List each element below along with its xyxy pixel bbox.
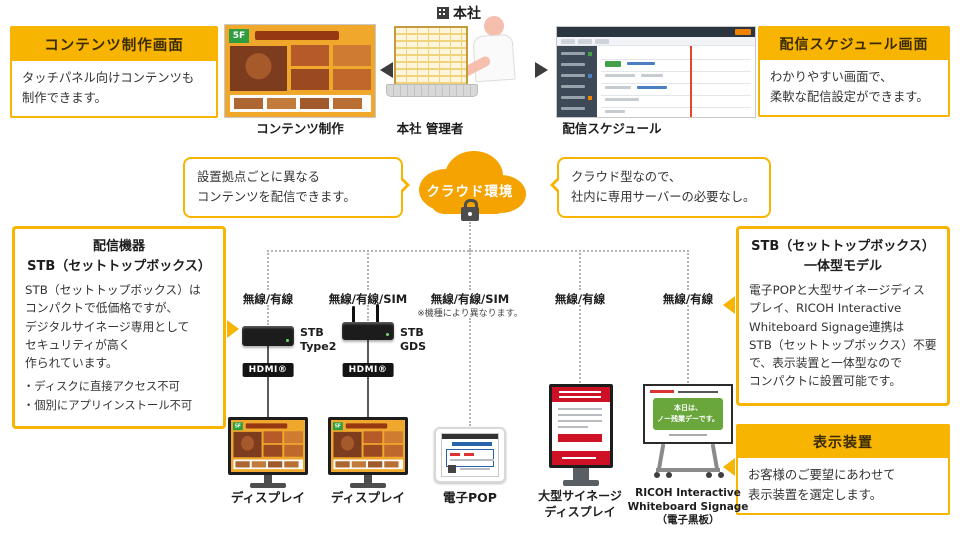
schedule-caption: 配信スケジュール [562,121,662,136]
display-1-caption: ディスプレイ [230,490,306,505]
connector-drop-2 [367,305,369,321]
content-creation-screenshot: 5F [224,24,376,118]
display-2: 5F [328,417,408,475]
stb-gds-label: STB GDS [400,326,427,353]
display-device-title: 表示装置 [738,426,948,458]
epop-screen [441,433,499,477]
wheel-icon [718,472,724,478]
floor-badge: 5F [232,422,243,431]
integrated-model-body: 電子POPと大型サイネージディス プレイ、RICOH Interactive W… [749,283,937,389]
epop-caption: 電子POP [443,490,497,505]
admin-caption: 本社 管理者 [396,121,464,136]
content-creation-callout-body: タッチパネル向けコンテンツも 制作できます。 [22,71,195,105]
arrow-to-content-icon [380,62,393,78]
connection-type-5: 無線/有線 [662,292,714,306]
hq-label-group: 本社 [437,3,481,23]
connection-type-3-note: ※機種により異なります。 [417,309,523,319]
connection-type-1: 無線/有線 [242,292,294,306]
person-icon [484,16,504,36]
display-1: 5F [228,417,308,475]
schedule-screen-graphic [557,27,755,117]
wheel-icon [666,472,672,478]
wheel-icon [706,472,712,478]
arrow-from-integrated-box-icon [723,296,735,314]
stb-gds-device [342,322,394,340]
connector-drop-1 [267,305,269,325]
hq-label: 本社 [453,6,481,22]
wheel-icon [654,472,660,478]
content-creation-callout: コンテンツ制作画面 タッチパネル向けコンテンツも 制作できます。 [10,26,218,119]
cable-1 [267,346,269,418]
display-2-caption: ディスプレイ [330,490,406,505]
schedule-callout-title: 配信スケジュール画面 [760,28,948,60]
connector-branch-1 [267,250,269,290]
stb-info-title: 配信機器 STB（セットトップボックス） [27,239,211,274]
admin-laptop-illustration [386,16,548,118]
hdmi-badge-2: HDMI® [342,363,394,377]
lock-icon [461,199,479,221]
display-1-screen: 5F [231,420,305,472]
menu-photo-large [230,46,287,91]
display-2-screen: 5F [331,420,405,472]
connector-branch-2 [367,250,369,290]
stb-type2-label: STB Type2 [300,326,337,353]
cloud-left-bubble: 設置拠点ごとに異なる コンテンツを配信できます。 [183,157,410,219]
stb-info-bullets: ・ディスクに直接アクセス不可 ・個別にアプリインストール不可 [23,380,193,413]
arrow-from-stb-box-icon [227,320,239,338]
qr-code-icon [448,465,456,473]
building-icon [437,7,449,19]
connector-branch-3 [469,250,471,290]
large-signage-display [549,384,613,468]
connection-type-4: 無線/有線 [554,292,606,306]
content-creation-caption: コンテンツ制作 [256,121,344,136]
display-device-box: 表示装置 お客様のご要望にあわせて 表示装置を選定します。 [736,424,950,516]
stb-info-body: STB（セットトップボックス）は コンパクトで低価格ですが、 デジタルサイネージ… [25,283,201,371]
connector-drop-4 [579,305,581,383]
connector-drop-3 [469,318,471,426]
connection-type-3: 無線/有線/SIM [430,292,510,306]
whiteboard-display: 本日は、 ノー残業デーです。 [643,384,733,444]
schedule-callout: 配信スケジュール画面 わかりやすい画面で、 柔軟な配信設定ができます。 [758,26,950,118]
whiteboard-message: 本日は、 ノー残業デーです。 [653,398,723,430]
schedule-screenshot [556,26,756,118]
arrow-from-display-box-icon [723,458,735,476]
laptop-keyboard [386,84,478,97]
connector-drop-5 [687,305,689,383]
connector-branch-5 [687,250,689,290]
large-signage-caption: 大型サイネージ ディスプレイ [538,489,622,519]
connector-cloud-drop [469,222,471,250]
integrated-model-box: STB（セットトップボックス） 一体型モデル 電子POPと大型サイネージディス … [736,226,950,406]
large-signage-screen [552,387,610,465]
antenna-icon [376,304,379,323]
floor-badge: 5F [229,29,249,43]
cloud-right-bubble: クラウド型なので、 社内に専用サーバーの必要なし。 [550,157,771,219]
display-device-body: お客様のご要望にあわせて 表示装置を選定します。 [748,468,896,502]
schedule-callout-body: わかりやすい画面で、 柔軟な配信設定ができます。 [770,70,929,104]
cloud-icon: クラウド環境 [408,144,532,222]
menu-screen-graphic: 5F [225,25,375,117]
connection-type-2: 無線/有線/SIM [328,292,408,306]
stb-type2-device [242,326,294,346]
integrated-model-title: STB（セットトップボックス） 一体型モデル [751,239,935,274]
connector-branch-4 [579,250,581,290]
arrow-to-schedule-icon [535,62,548,78]
menu-title-bar [255,31,339,40]
laptop-screen [394,26,468,86]
stb-info-box: 配信機器 STB（セットトップボックス） STB（セットトップボックス）は コン… [12,226,226,429]
content-creation-callout-title: コンテンツ制作画面 [12,28,216,61]
cable-2 [367,340,369,418]
connector-trunk [267,250,689,252]
cloud-label: クラウド環境 [426,184,514,200]
epop-device [434,427,506,483]
floor-badge: 5F [332,422,343,431]
whiteboard-caption: RICOH Interactive Whiteboard Signage （電子… [627,487,749,527]
antenna-icon [352,306,355,323]
hdmi-badge-1: HDMI® [242,363,294,377]
cloud-shape [419,151,526,214]
